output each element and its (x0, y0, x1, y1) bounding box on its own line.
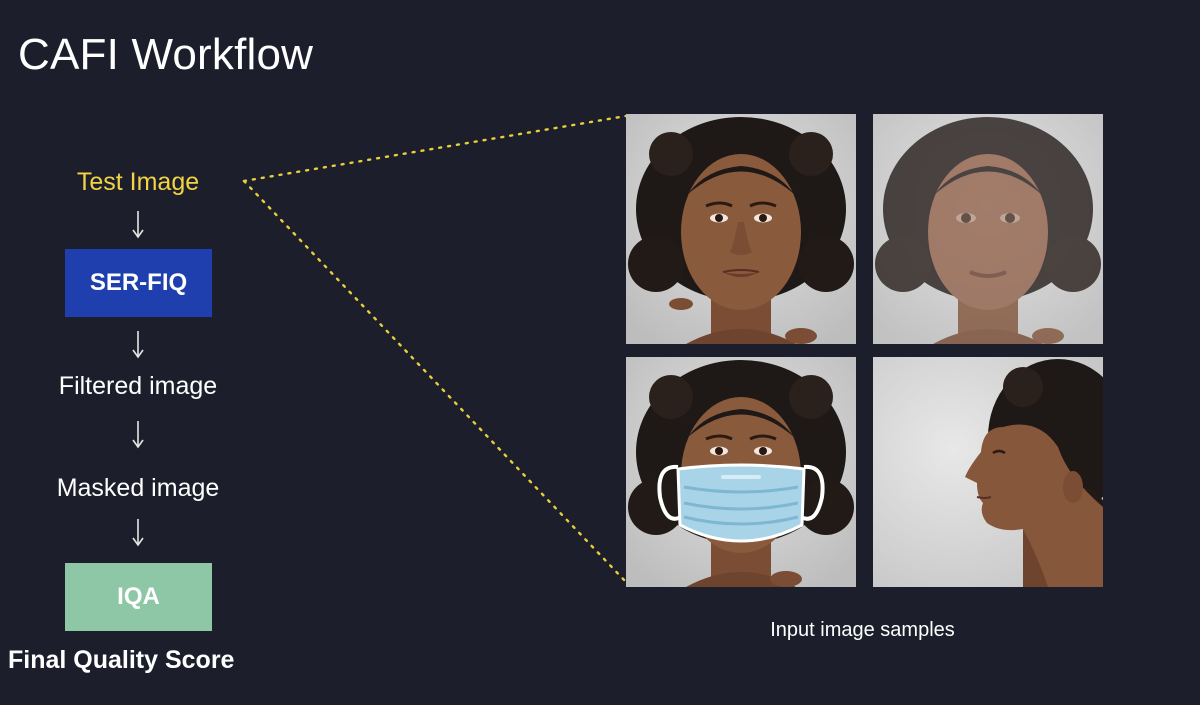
iqa-box: IQA (65, 563, 212, 631)
sample-image-frontal (626, 114, 856, 344)
test-image-label: Test Image (76, 168, 200, 196)
down-arrow-icon (132, 331, 144, 359)
masked-image-label: Masked image (56, 474, 220, 502)
slide-title: CAFI Workflow (18, 30, 314, 79)
samples-caption: Input image samples (770, 619, 955, 641)
down-arrow-icon (132, 519, 144, 547)
iqa-label: IQA (117, 583, 160, 610)
down-arrow-icon (132, 211, 144, 239)
sample-image-blurred (873, 114, 1103, 344)
down-arrow-icon (132, 421, 144, 449)
ser-fiq-label: SER-FIQ (89, 269, 188, 296)
sample-image-profile (873, 357, 1103, 587)
ser-fiq-box: SER-FIQ (65, 249, 212, 317)
filtered-image-label: Filtered image (58, 372, 218, 400)
final-quality-score-label: Final Quality Score (8, 646, 235, 674)
sample-image-masked (626, 357, 856, 587)
